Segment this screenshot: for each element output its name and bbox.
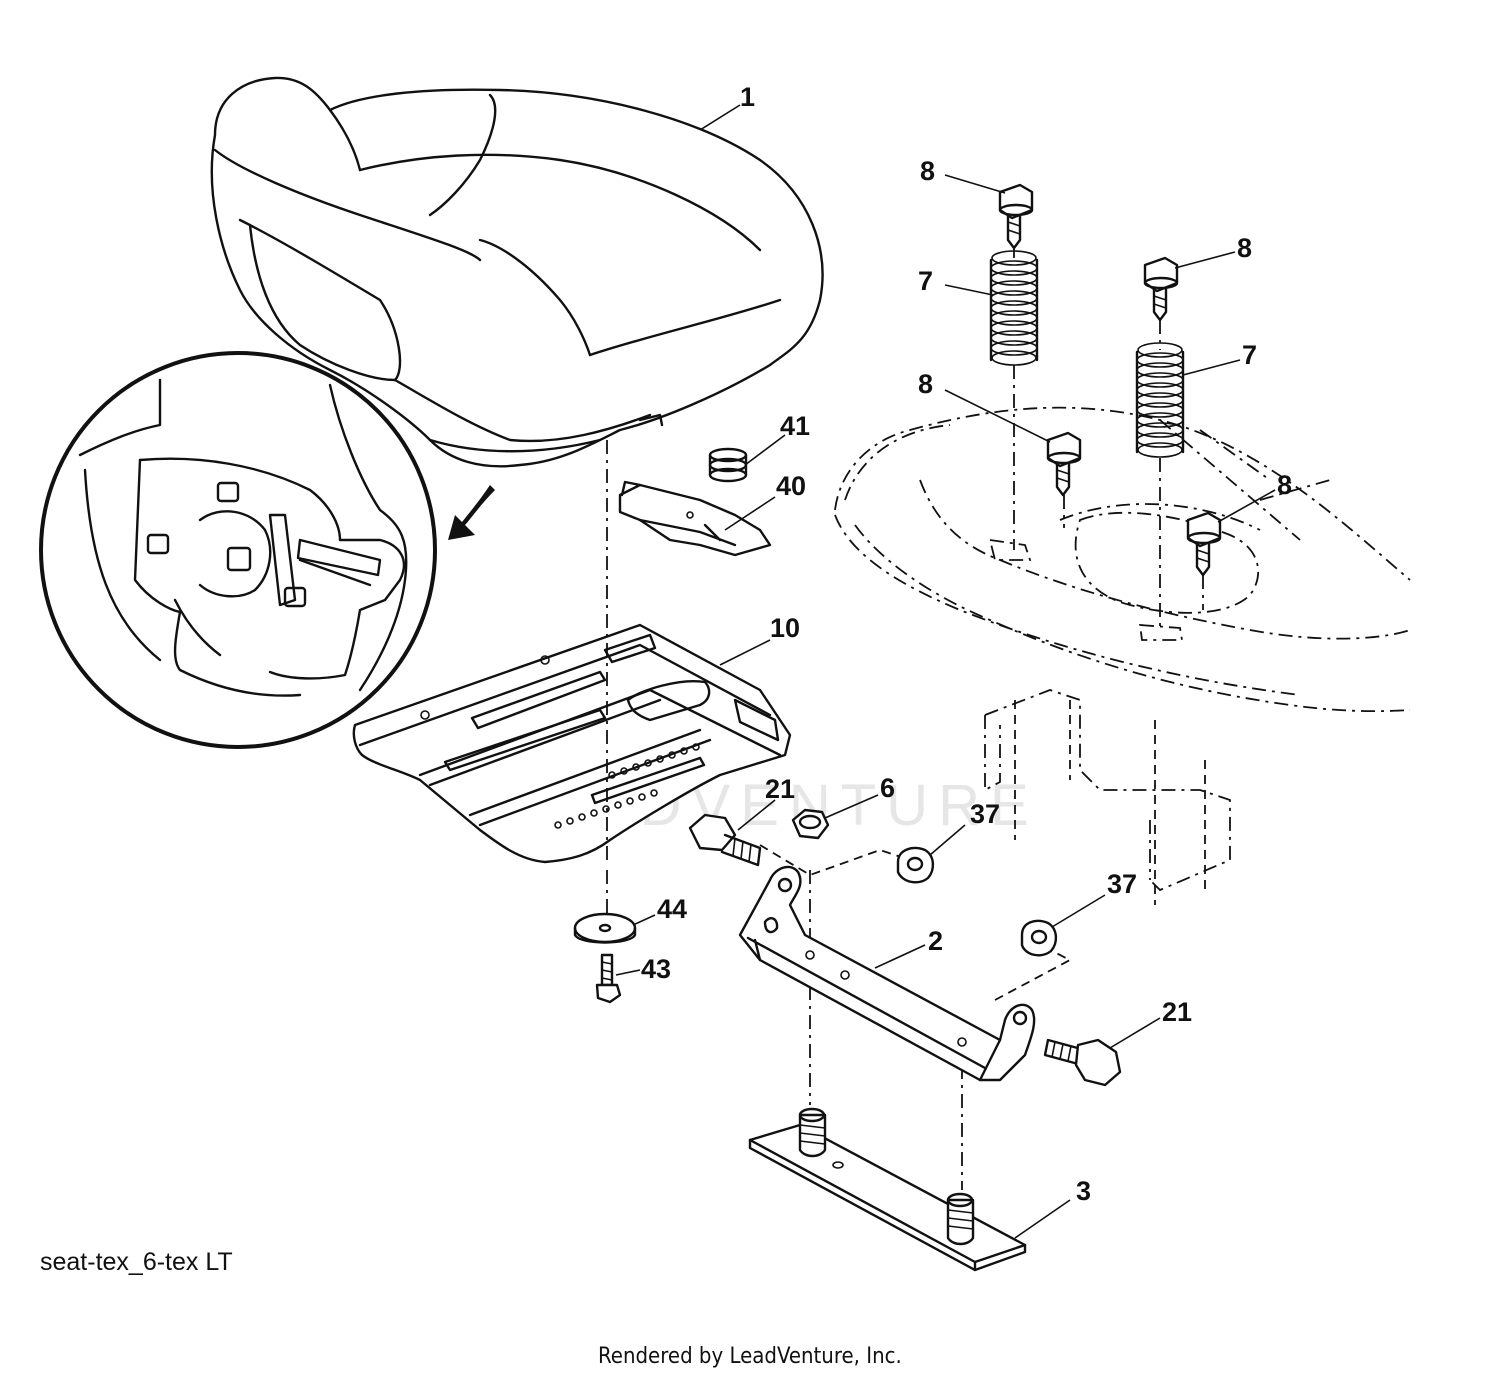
base-plate-part-3 (748, 1107, 1027, 1272)
nut-part-6 (791, 808, 830, 840)
alignment-lines (606, 248, 1204, 1190)
bolt-part-21-right (1043, 1038, 1122, 1087)
nut-part-37-b (1020, 919, 1058, 957)
seat-part-1 (210, 76, 824, 468)
nut-part-37-a (896, 846, 935, 884)
detail-magnified-view (39, 351, 437, 749)
bolt-part-8-b (1143, 256, 1179, 322)
latch-plate-part-40 (618, 480, 772, 557)
washer-part-44 (573, 912, 637, 944)
mower-frame-outline (834, 406, 1411, 905)
bolt-part-8-c (1046, 431, 1082, 497)
seat-pan-part-10 (352, 623, 792, 864)
spring-part-41 (708, 447, 748, 483)
bolt-part-8-a (998, 183, 1034, 250)
callout-41: 41 (780, 411, 810, 441)
bolt-part-21-left (688, 813, 762, 867)
diagram-caption: seat-tex_6-tex LT (40, 1248, 233, 1276)
callout-21-a: 21 (765, 774, 795, 804)
callout-37-a: 37 (970, 799, 1000, 829)
callout-10: 10 (770, 613, 800, 643)
bracket-part-2 (738, 865, 1036, 1082)
footer-credit: Rendered by LeadVenture, Inc. (598, 1344, 902, 1369)
callout-7-a: 7 (918, 266, 933, 296)
callout-2: 2 (928, 926, 943, 956)
spring-part-7-b (1135, 342, 1185, 458)
bolt-part-8-d (1186, 511, 1222, 577)
callout-37-b: 37 (1107, 869, 1137, 899)
callout-21-b: 21 (1162, 997, 1192, 1027)
callout-40: 40 (776, 471, 806, 501)
callout-44: 44 (657, 894, 687, 924)
callout-labels: 1 8 8 7 7 8 8 41 40 10 21 6 37 37 44 43 … (641, 82, 1292, 1206)
callout-6: 6 (880, 773, 895, 803)
callout-8-a: 8 (920, 156, 935, 186)
callout-43: 43 (641, 954, 671, 984)
detail-arrow-icon (448, 485, 495, 540)
callout-3: 3 (1076, 1176, 1091, 1206)
callout-8-d: 8 (1277, 470, 1292, 500)
spring-part-7-a (989, 250, 1039, 366)
bolt-part-43 (595, 953, 622, 1004)
leader-lines (615, 104, 1276, 1239)
callout-7-b: 7 (1242, 340, 1257, 370)
callout-1: 1 (740, 82, 755, 112)
callout-8-b: 8 (1237, 233, 1252, 263)
callout-8-c: 8 (918, 369, 933, 399)
